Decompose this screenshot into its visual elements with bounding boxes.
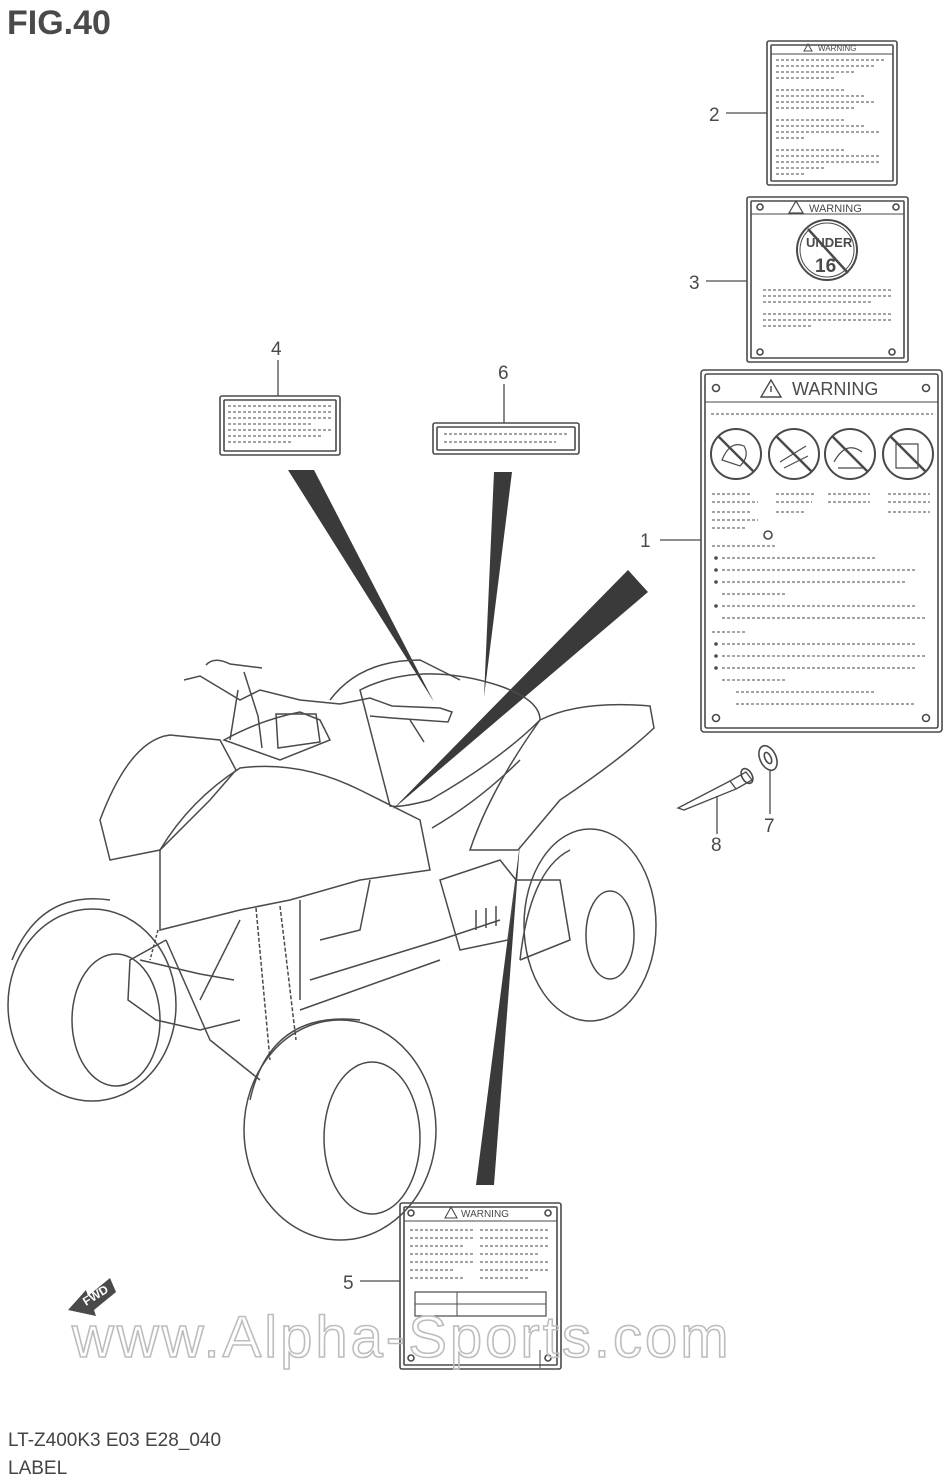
callout-4: 4 bbox=[271, 339, 282, 360]
callout-5: 5 bbox=[343, 1273, 354, 1294]
footer-model-code: LT-Z400K3 E03 E28_040 bbox=[8, 1430, 222, 1451]
callout-6: 6 bbox=[498, 363, 509, 384]
under-text: UNDER bbox=[806, 235, 853, 250]
atv-drawing bbox=[7, 659, 657, 1241]
callout-numbers: 1 2 3 4 5 6 7 8 bbox=[271, 105, 775, 1294]
label-6-fender-label bbox=[432, 422, 580, 455]
footer-section-name: LABEL bbox=[8, 1458, 68, 1479]
under-16-icon: UNDER 16 bbox=[796, 219, 858, 281]
callout-leaders bbox=[277, 112, 771, 1282]
label-3-warning-text: WARNING bbox=[809, 203, 862, 215]
fwd-arrow-icon: FWD bbox=[68, 1278, 116, 1316]
callout-2: 2 bbox=[709, 105, 720, 126]
callout-3: 3 bbox=[689, 273, 700, 294]
washer-7 bbox=[758, 744, 778, 772]
pointer-label-6 bbox=[484, 472, 512, 697]
pointer-label-1 bbox=[392, 570, 648, 810]
label-5-warning-label: WARNING bbox=[399, 1202, 562, 1370]
watermark-text: www.Alpha-Sports.com bbox=[71, 1305, 732, 1370]
callout-7: 7 bbox=[764, 816, 775, 837]
sixteen-text: 16 bbox=[815, 256, 836, 277]
callout-8: 8 bbox=[711, 835, 722, 856]
label-2-small-warning: WARNING bbox=[766, 40, 898, 186]
label-3-under-16-warning: WARNING UNDER 16 bbox=[746, 196, 909, 363]
label-5-warning-text: WARNING bbox=[461, 1209, 509, 1220]
pointer-label-4 bbox=[288, 470, 434, 702]
label-2-warning-text: WARNING bbox=[818, 44, 856, 53]
prohibition-icons bbox=[710, 428, 934, 480]
label-1-main-warning: WARNING bbox=[700, 369, 943, 733]
figure-title: FIG.40 bbox=[7, 4, 111, 42]
label-1-warning-text: WARNING bbox=[792, 379, 878, 399]
label-4-fender-label bbox=[219, 395, 341, 456]
rivet-8 bbox=[676, 767, 754, 811]
callout-1: 1 bbox=[640, 531, 651, 552]
